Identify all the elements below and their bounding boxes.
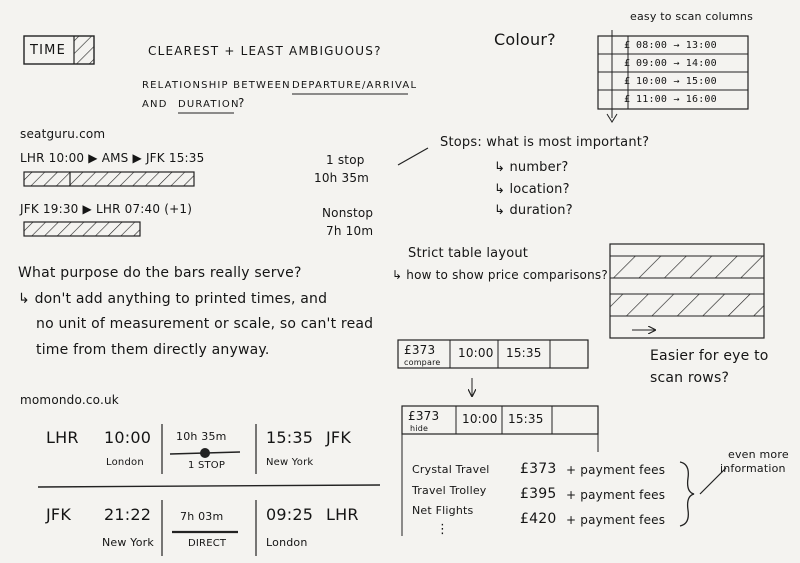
momondo-layout: [37, 424, 381, 556]
agent-1-price: £373: [520, 461, 557, 477]
flight-2-to: LHR: [326, 505, 359, 524]
even-more-line-1: even more: [728, 448, 789, 461]
stops-item-2: ↳ location?: [494, 182, 570, 197]
stops-item-3-text: duration?: [509, 203, 573, 218]
bars-note-line-4: time from them directly anyway.: [36, 342, 270, 358]
brace: [679, 461, 695, 527]
agent-2-name: Travel Trolley: [412, 484, 487, 497]
flight-2-dep: 21:22: [104, 505, 152, 524]
agents-more: ⋮: [436, 522, 450, 537]
bars-note-line-2: ↳ don't add anything to printed times, a…: [18, 291, 328, 307]
stops-item-2-text: location?: [509, 182, 570, 197]
seatguru-bar-2: [23, 221, 141, 237]
hide-action: hide: [410, 424, 429, 433]
scan-columns-table: [597, 30, 749, 123]
hide-price: £373: [408, 409, 440, 423]
header-line-3c: ?: [238, 96, 245, 110]
scan-row-3-price: £: [624, 76, 631, 87]
flight-2-duration: 7h 03m: [180, 510, 224, 523]
agent-2-price: £395: [520, 486, 557, 502]
seatguru-row-2-duration: 7h 10m: [326, 224, 374, 238]
header-line-1: CLEAREST + LEAST AMBIGUOUS?: [148, 44, 382, 58]
scan-row-1-times: 08:00 → 13:00: [636, 40, 717, 51]
agent-2-fees: + payment fees: [566, 488, 666, 502]
bars-note-line-3: no unit of measurement or scale, so can'…: [36, 316, 374, 332]
header-line-2a: RELATIONSHIP BETWEEN: [142, 80, 291, 91]
flight-2-from: JFK: [46, 505, 72, 524]
flight-1-from: LHR: [46, 428, 79, 447]
momondo-site: momondo.co.uk: [20, 393, 119, 407]
time-box: [23, 35, 95, 65]
flight-2-arr-city: London: [266, 536, 308, 549]
flight-1-to: JFK: [326, 428, 352, 447]
time-box-label: TIME: [30, 43, 67, 58]
scan-row-2-price: £: [624, 58, 631, 69]
agent-1-fees: + payment fees: [566, 463, 666, 477]
even-more-line-2: information: [720, 462, 786, 475]
agent-3-price: £420: [520, 511, 557, 527]
compare-box: [397, 339, 589, 369]
strict-table-sub: ↳ how to show price comparisons?: [392, 268, 608, 282]
easier-rows-line-2: scan rows?: [650, 370, 730, 386]
scan-row-2-times: 09:00 → 14:00: [636, 58, 717, 69]
seatguru-row-2: JFK 19:30 ▶ LHR 07:40 (+1): [20, 202, 193, 216]
connector-more: [699, 467, 727, 495]
compare-price: £373: [404, 343, 436, 357]
agent-3-name: Net Flights: [412, 504, 474, 517]
agent-1-name: Crystal Travel: [412, 463, 490, 476]
flight-1-duration: 10h 35m: [176, 430, 227, 443]
easier-rows-line-1: Easier for eye to: [650, 348, 769, 364]
flight-1-arr-city: New York: [266, 457, 314, 468]
stops-item-3: ↳ duration?: [494, 203, 573, 218]
stops-item-1-text: number?: [509, 160, 569, 175]
flight-2-arr: 09:25: [266, 505, 314, 524]
seatguru-bar-1: [23, 171, 195, 187]
compare-dep: 10:00: [458, 346, 494, 360]
scan-row-3-times: 10:00 → 15:00: [636, 76, 717, 87]
header-line-3b: DURATION: [178, 99, 240, 110]
colour-question: Colour?: [494, 30, 556, 49]
agent-3-fees: + payment fees: [566, 513, 666, 527]
flight-1-dep: 10:00: [104, 428, 152, 447]
bars-note-line-1: What purpose do the bars really serve?: [18, 265, 302, 281]
stops-item-1: ↳ number?: [494, 160, 569, 175]
compare-arr: 15:35: [506, 346, 542, 360]
seatguru-row-2-stops: Nonstop: [322, 206, 374, 220]
scan-row-4-times: 11:00 → 16:00: [636, 94, 717, 105]
easy-scan-label: easy to scan columns: [630, 10, 753, 23]
seatguru-site: seatguru.com: [20, 127, 106, 141]
strict-table-title: Strict table layout: [408, 246, 529, 261]
flight-1-arr: 15:35: [266, 428, 314, 447]
compare-action: compare: [404, 358, 441, 367]
hide-box: [401, 405, 599, 536]
seatguru-row-1-duration: 10h 35m: [314, 171, 370, 185]
hide-arr: 15:35: [508, 412, 544, 426]
header-line-3a: AND: [142, 99, 168, 110]
scan-row-1-price: £: [624, 40, 631, 51]
header-line-2b: DEPARTURE/ARRIVAL: [292, 80, 418, 91]
flight-1-dep-city: London: [106, 457, 144, 468]
scan-row-4-price: £: [624, 94, 631, 105]
scan-rows-box: [609, 243, 765, 339]
flight-1-stops: 1 STOP: [188, 460, 226, 471]
hide-dep: 10:00: [462, 412, 498, 426]
flight-2-stops: DIRECT: [188, 538, 227, 549]
seatguru-row-1: LHR 10:00 ▶ AMS ▶ JFK 15:35: [20, 151, 205, 165]
seatguru-row-1-stops: 1 stop: [326, 153, 365, 167]
flight-2-dep-city: New York: [102, 536, 154, 549]
connector-stops: [397, 147, 429, 166]
stops-title: Stops: what is most important?: [440, 135, 650, 150]
